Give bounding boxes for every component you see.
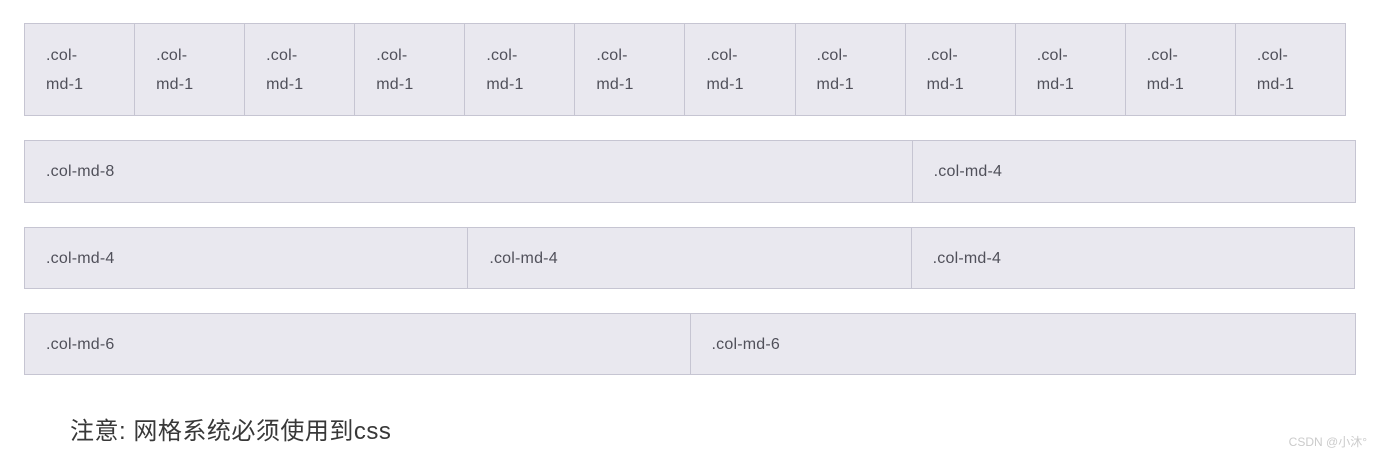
grid-cell-label: .col- md-1 [376, 46, 414, 93]
grid-cell: .col- md-1 [904, 23, 1016, 116]
csdn-watermark: CSDN @小沐° [1288, 435, 1367, 449]
note-text: 注意: 网格系统必须使用到css [70, 418, 392, 445]
grid-cell-label: .col- md-1 [1146, 46, 1185, 93]
grid-cell-label: .col- md-1 [1036, 46, 1074, 93]
grid-cell-label: .col- md-1 [46, 46, 84, 93]
grid-row-col-md-1: .col- md-1 .col- md-1 .col- md-1 .col- m… [24, 23, 1357, 116]
grid-cell: .col-md-4 [24, 227, 469, 289]
grid-cell: .col-md-8 [24, 140, 913, 203]
grid-cell: .col-md-6 [689, 313, 1356, 375]
grid-cell: .col- md-1 [244, 23, 356, 116]
grid-cell: .col- md-1 [354, 23, 466, 116]
grid-cell-label: .col-md-4 [932, 249, 1002, 267]
grid-cell: .col-md-4 [467, 227, 912, 289]
grid-cell: .col- md-1 [684, 23, 796, 116]
grid-cell: .col- md-1 [134, 23, 246, 116]
grid-cell-label: .col- md-1 [486, 46, 524, 93]
grid-cell-label: .col- md-1 [596, 46, 634, 93]
grid-cell: .col- md-1 [1014, 23, 1126, 116]
grid-cell: .col-md-4 [910, 227, 1355, 289]
grid-cell-label: .col- md-1 [156, 46, 194, 93]
grid-cell-label: .col- md-1 [266, 46, 304, 93]
grid-cell: .col-md-6 [24, 313, 691, 375]
grid-cell-label: .col-md-4 [933, 163, 1003, 180]
grid-row-col-md-4: .col-md-4 .col-md-4 .col-md-4 [24, 227, 1357, 289]
grid-row-col-md-6: .col-md-6 .col-md-6 [24, 313, 1357, 375]
grid-cell: .col- md-1 [574, 23, 686, 116]
grid-cell-label: .col- md-1 [706, 46, 744, 93]
grid-cell: .col- md-1 [1234, 23, 1346, 116]
grid-cell-label: .col- md-1 [816, 46, 854, 93]
grid-cell: .col- md-1 [24, 23, 136, 116]
grid-cell: .col- md-1 [464, 23, 576, 116]
grid-row-col-md-8-4: .col-md-8 .col-md-4 [24, 140, 1357, 203]
grid-cell-label: .col-md-6 [711, 335, 780, 353]
grid-cell-label: .col-md-8 [46, 163, 115, 180]
grid-cell-label: .col-md-4 [46, 249, 115, 267]
grid-cell-label: .col-md-6 [46, 335, 115, 353]
grid-cell: .col- md-1 [794, 23, 906, 116]
bootstrap-grid-demo: .col- md-1 .col- md-1 .col- md-1 .col- m… [24, 23, 1357, 375]
grid-cell-label: .col- md-1 [926, 46, 964, 93]
grid-cell-label: .col- md-1 [1256, 46, 1295, 93]
grid-cell-label: .col-md-4 [489, 249, 558, 267]
grid-cell: .col- md-1 [1124, 23, 1236, 116]
grid-cell: .col-md-4 [911, 140, 1356, 203]
